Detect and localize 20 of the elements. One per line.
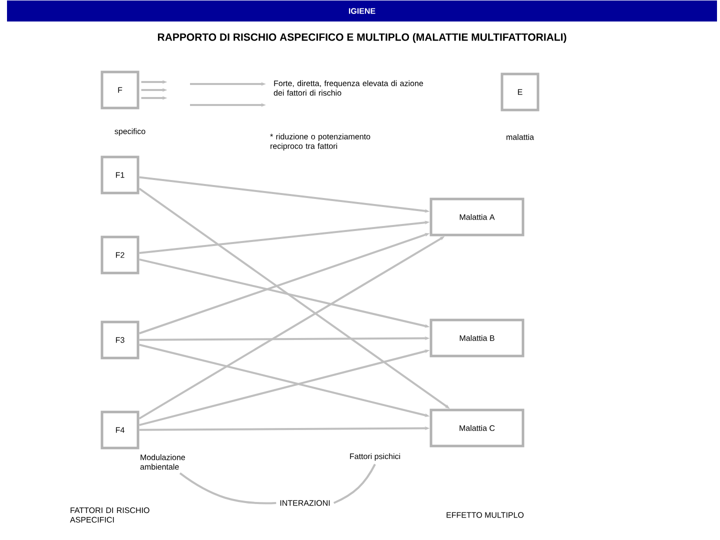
- title: RAPPORTO DI RISCHIO ASPECIFICO E MULTIPLO (MALATTIE MULTIFATTORIALI): [158, 33, 566, 43]
- disease-box: Malattia A: [430, 198, 524, 236]
- factor-box: F2: [100, 236, 140, 274]
- note-text: Fattori psichici: [350, 453, 400, 461]
- disease-box: Malattia C: [430, 408, 524, 448]
- factor-box: F: [100, 70, 140, 110]
- note-text: Forte, diretta, frequenza elevata di azione dei fattori di rischio: [274, 80, 424, 96]
- category-label: FATTORI DI RISCHIO ASPECIFICI: [70, 507, 150, 523]
- disease-box: Malattia B: [430, 318, 524, 358]
- header-bar: IGIENE: [7, 0, 717, 22]
- factor-box: F1: [100, 156, 140, 194]
- note-text: * riduzione o potenziamento reciproco tra fattori: [270, 134, 370, 150]
- category-label: malattia: [506, 134, 534, 140]
- note-text: INTERAZIONI: [280, 500, 330, 506]
- factor-box: F3: [100, 320, 140, 360]
- specific-label: specifico: [114, 128, 146, 136]
- note-text: Modulazione ambientale: [140, 454, 185, 470]
- category-label: EFFETTO MULTIPLO: [446, 512, 524, 518]
- factor-box: E: [500, 72, 540, 112]
- factor-box: F4: [100, 410, 140, 450]
